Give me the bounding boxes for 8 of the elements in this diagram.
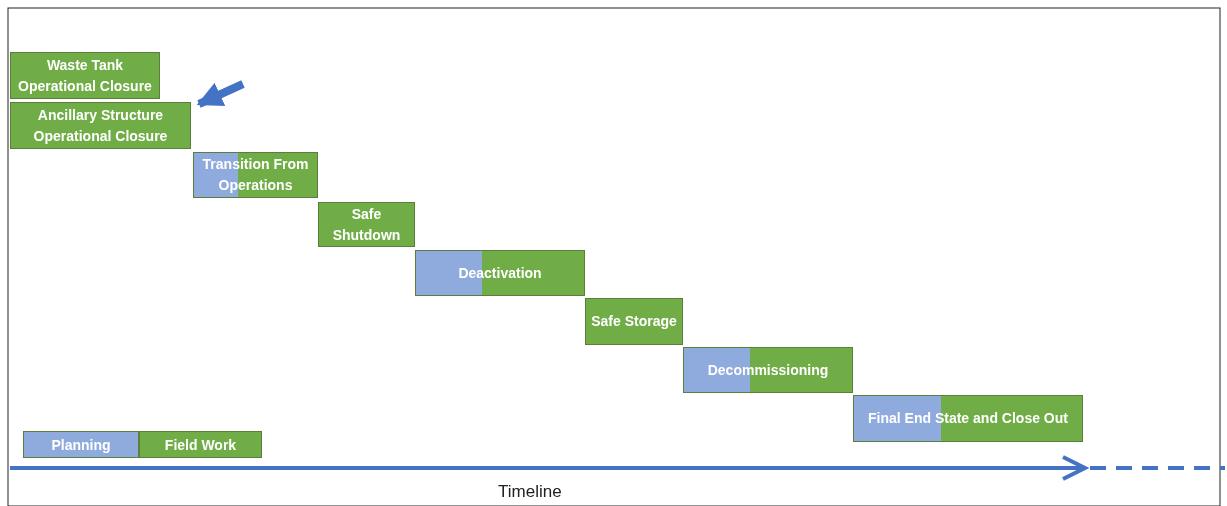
legend-swatch: Planning	[23, 431, 139, 458]
legend-swatch: Field Work	[139, 431, 262, 458]
phase-bar: Safe Shutdown	[318, 202, 415, 247]
phase-bar: Ancillary Structure Operational Closure	[10, 102, 191, 149]
phase-bar: Waste Tank Operational Closure	[10, 52, 160, 99]
axis-label: Timeline	[498, 482, 562, 502]
arrow	[196, 80, 245, 108]
phase-bar: Safe Storage	[585, 298, 683, 345]
